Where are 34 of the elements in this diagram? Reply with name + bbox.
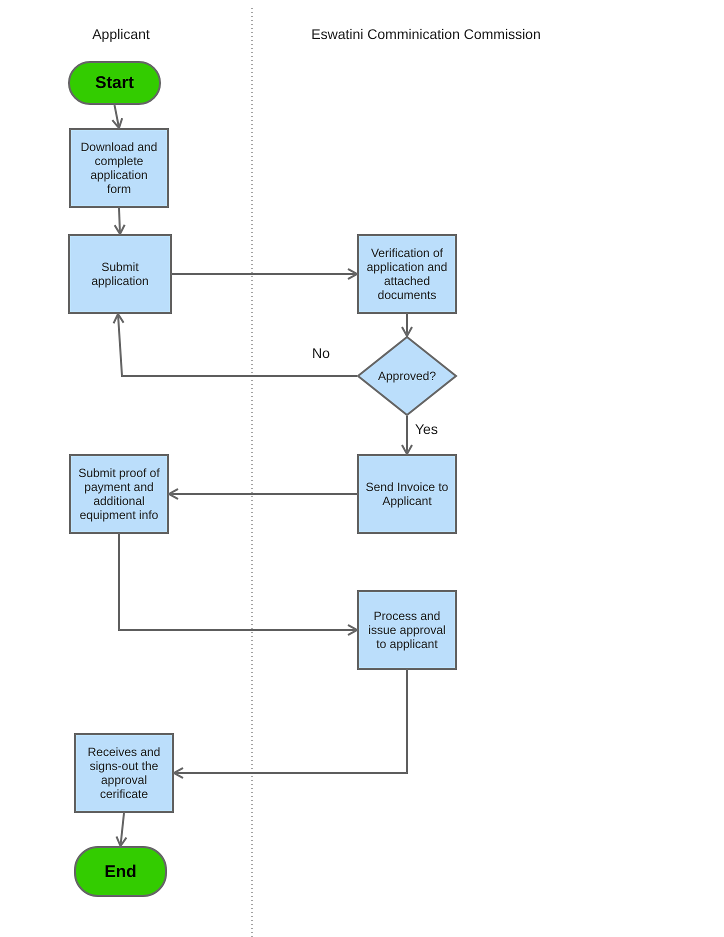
- node-text: Start: [95, 73, 134, 93]
- arrow: [401, 416, 413, 455]
- node-text: Approved?: [378, 369, 436, 383]
- arrow: [112, 313, 357, 377]
- node-text: Download and complete application form: [80, 140, 158, 196]
- arrow: [114, 208, 126, 235]
- process-box: [357, 234, 457, 314]
- arrow: [111, 104, 124, 129]
- node-text: Verification of application and attached documents: [366, 246, 448, 302]
- process-box: [357, 590, 457, 670]
- node-text: Process and issue approval to applicant: [367, 609, 447, 651]
- arrow: [118, 534, 358, 636]
- process-box: [69, 454, 169, 534]
- node-text: Submit application: [90, 260, 150, 288]
- edge-label: No: [310, 345, 332, 361]
- decision-diamond: [357, 336, 457, 416]
- node-text: Submit proof of payment and additional equipment info: [77, 466, 161, 522]
- node-text: End: [104, 862, 137, 882]
- process-box: [357, 454, 457, 534]
- edge-label: Yes: [413, 421, 440, 437]
- node-text: Receives and signs-out the approval cerificate: [86, 745, 162, 801]
- terminator-shape: [74, 846, 167, 897]
- arrow: [173, 670, 408, 779]
- lane-heading: Applicant: [92, 26, 150, 42]
- process-box: [74, 733, 174, 813]
- arrow: [115, 812, 128, 847]
- node-text: Send Invoice to Applicant: [365, 480, 449, 508]
- process-box: [68, 234, 172, 314]
- process-box: [69, 128, 169, 208]
- arrow: [168, 488, 357, 500]
- arrow: [172, 268, 358, 280]
- lane-heading: Eswatini Comminication Commission: [311, 26, 541, 42]
- terminator-shape: [68, 61, 161, 105]
- arrow: [401, 314, 413, 337]
